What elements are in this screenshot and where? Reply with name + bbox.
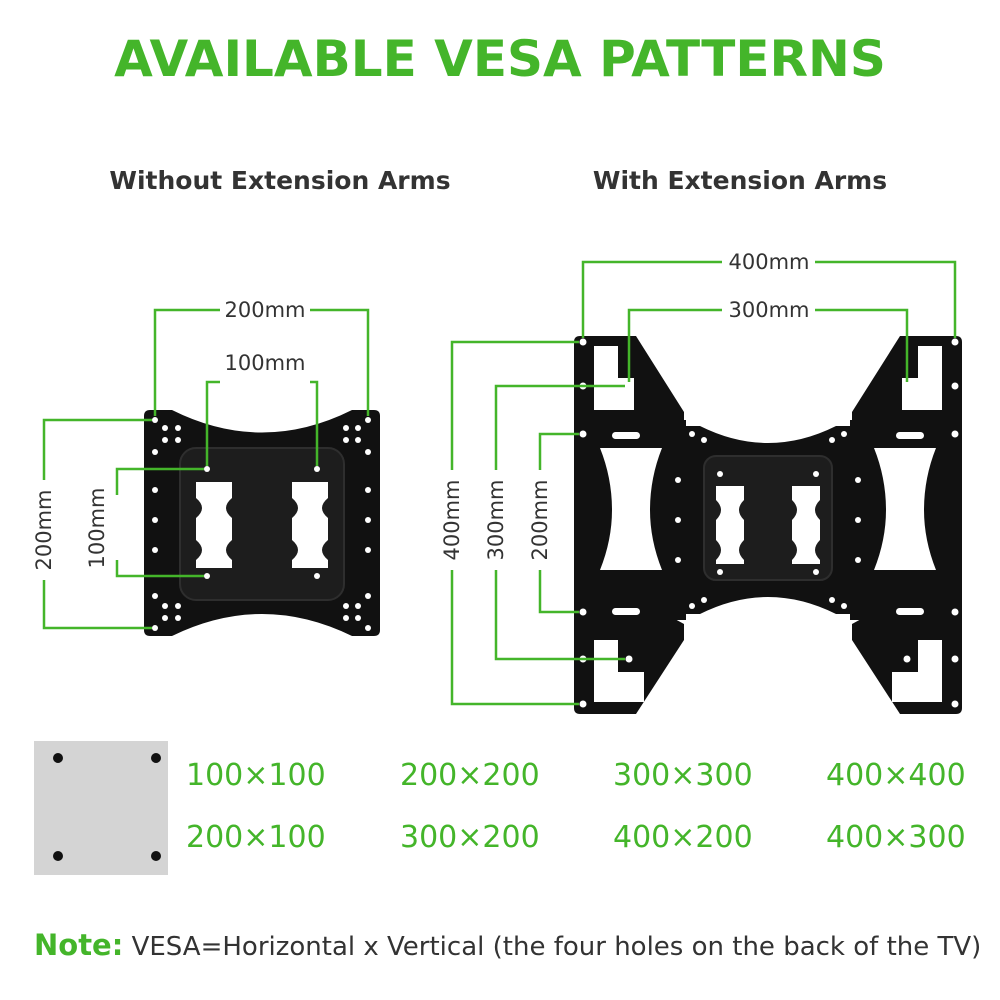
right-dimension-lines: [450, 260, 957, 706]
dim-label-side-300mm: 300mm: [484, 480, 508, 561]
pattern-item: 200×200: [400, 758, 540, 793]
heading-with-extension-arms: With Extension Arms: [592, 166, 888, 195]
dim-label-top-200mm: 200mm: [225, 298, 306, 322]
pattern-item: 400×400: [826, 758, 966, 793]
vesa-note: Note: VESA=Horizontal x Vertical (the fo…: [34, 928, 981, 962]
large-mount-plate: [574, 336, 962, 714]
dim-label-side-200mm-right: 200mm: [528, 480, 552, 561]
pattern-item: 400×300: [826, 820, 966, 855]
vesa-hole-dot: [53, 753, 63, 763]
pattern-item: 200×100: [186, 820, 326, 855]
dim-label-top-400mm: 400mm: [729, 250, 810, 274]
vesa-hole-swatch: [34, 741, 168, 875]
page-title: AVAILABLE VESA PATTERNS: [114, 30, 886, 88]
dim-label-side-400mm: 400mm: [440, 480, 464, 561]
dim-label-side-100mm: 100mm: [85, 488, 109, 569]
pattern-item: 400×200: [613, 820, 753, 855]
vesa-hole-dot: [151, 753, 161, 763]
vesa-hole-dot: [151, 851, 161, 861]
left-dimension-lines: [42, 308, 370, 630]
note-label: Note:: [34, 928, 124, 962]
dim-label-top-300mm: 300mm: [729, 298, 810, 322]
note-text: VESA=Horizontal x Vertical (the four hol…: [123, 932, 982, 962]
heading-without-extension-arms: Without Extension Arms: [109, 166, 451, 195]
pattern-item: 300×300: [613, 758, 753, 793]
small-mount-plate: [144, 410, 380, 636]
dim-label-side-200mm: 200mm: [32, 490, 56, 571]
dim-label-top-100mm: 100mm: [225, 351, 306, 375]
vesa-hole-dot: [53, 851, 63, 861]
vesa-diagram: 200mm 100mm 200mm 100mm: [32, 250, 962, 714]
pattern-item: 300×200: [400, 820, 540, 855]
pattern-item: 100×100: [186, 758, 326, 793]
